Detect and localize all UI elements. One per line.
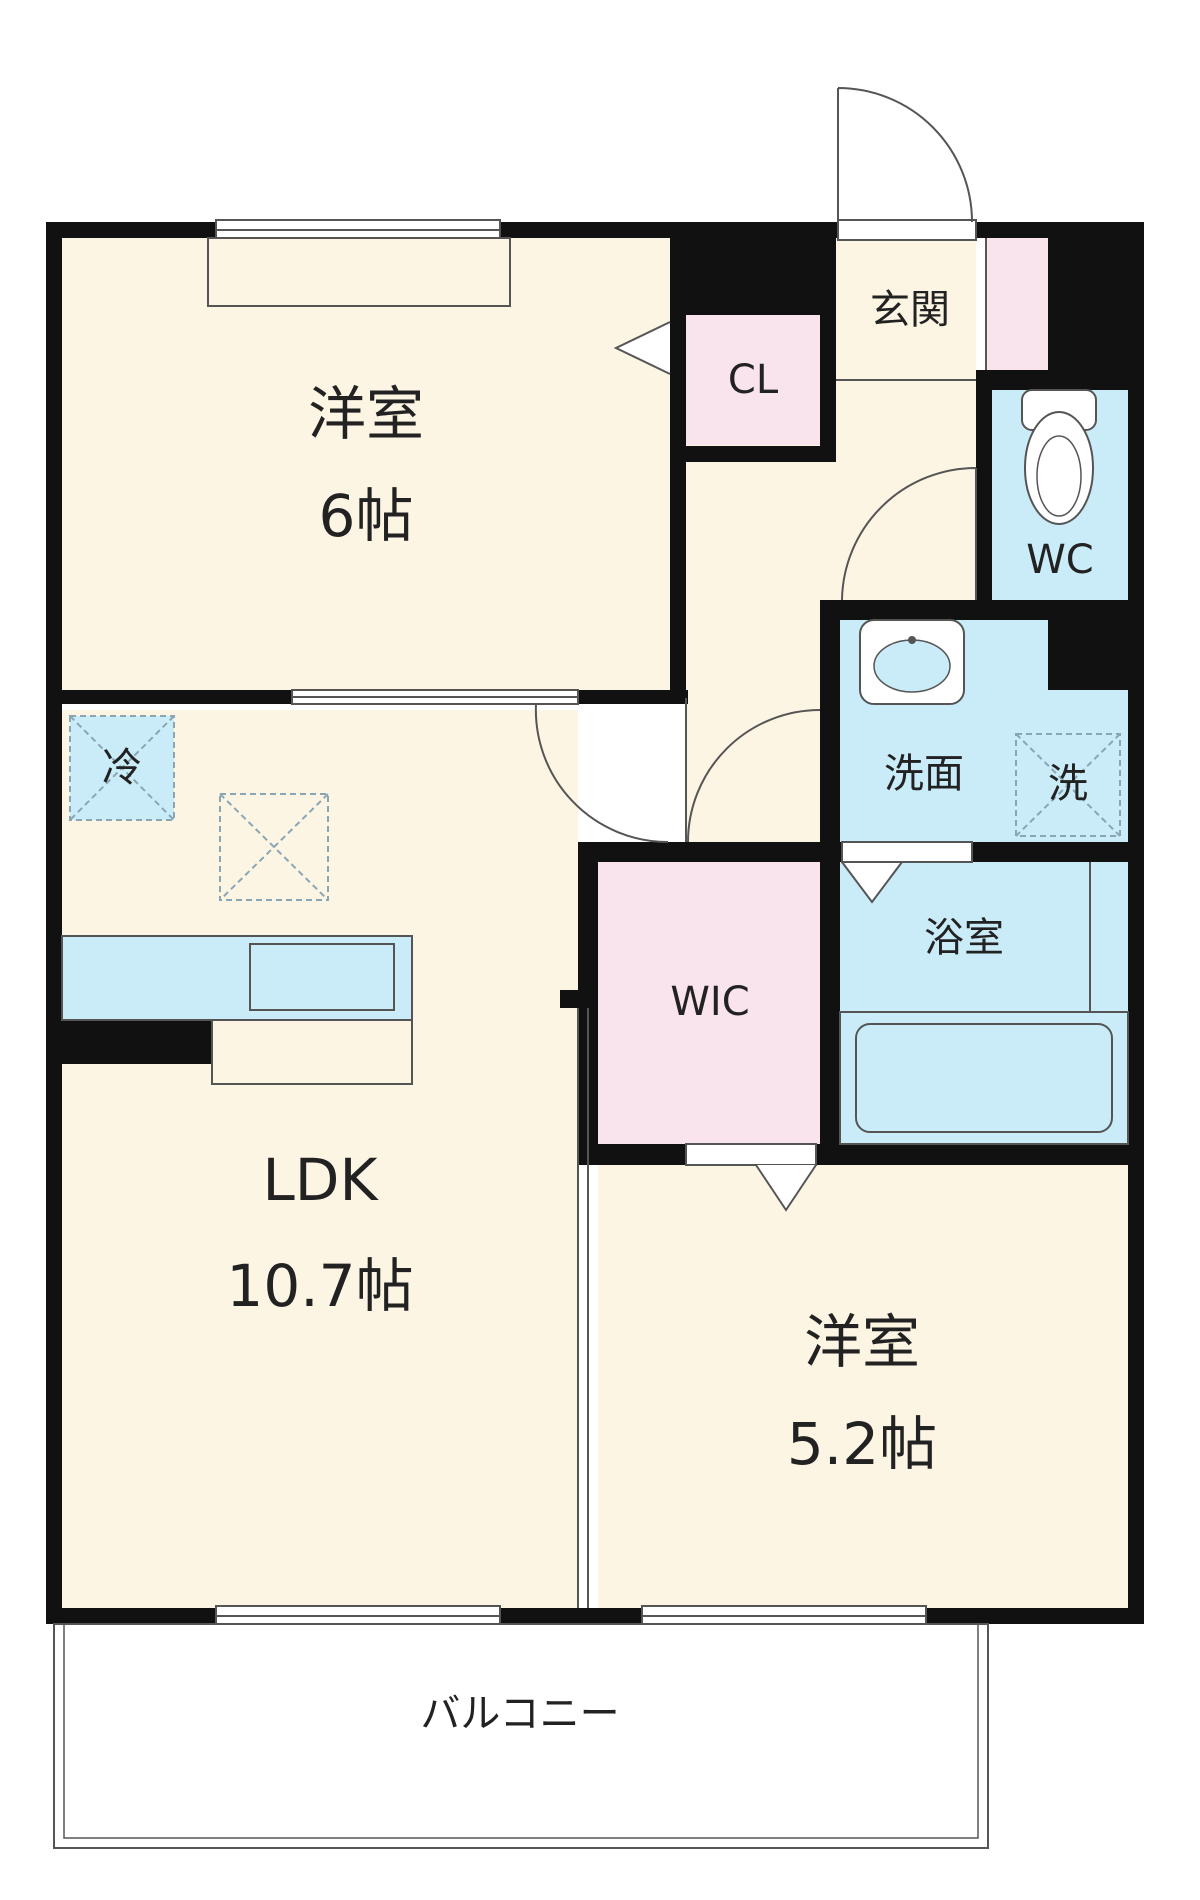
pillar-kitchen — [62, 1018, 212, 1064]
closet-door-marker — [613, 321, 671, 375]
front-door-opening — [837, 219, 977, 241]
sink-icon — [859, 619, 965, 705]
washroom-label: 洗面 — [884, 751, 964, 797]
entrance-tile — [986, 238, 1048, 370]
western-room-north-size: 6帖 — [319, 482, 414, 550]
fixtures — [61, 237, 1129, 1145]
wall-closet-east — [820, 238, 836, 462]
vent-icon — [219, 793, 329, 901]
bath-door-sill — [841, 841, 973, 863]
entrance-label: 玄関 — [870, 287, 950, 333]
toilet-label: WC — [1026, 537, 1093, 583]
south-room-door-marker — [755, 1164, 817, 1212]
western-room-south-size: 5.2帖 — [787, 1410, 937, 1478]
fridge-space-icon — [69, 715, 175, 821]
western-room-north-floor — [62, 238, 670, 690]
ldk-floor — [62, 710, 578, 1610]
walk-in-closet-label: WIC — [670, 979, 749, 1025]
doors — [534, 87, 977, 1608]
bathroom-label: 浴室 — [924, 915, 1004, 961]
wall-toilet-west — [976, 370, 992, 600]
bathtub-icon — [839, 1011, 1129, 1145]
walk-in-closet-floor — [598, 862, 820, 1144]
pillar-washroom — [1048, 600, 1144, 690]
front-door-swing — [837, 87, 973, 223]
pillar-ne-corner — [1048, 222, 1144, 370]
windows — [215, 219, 927, 1627]
bath-door-marker — [841, 861, 903, 904]
north-room-door-swing — [534, 703, 669, 844]
door-jamb-ldk — [560, 990, 578, 1008]
wall-hall-west — [670, 238, 686, 698]
balcony-inner-outline — [63, 1623, 979, 1839]
wall-south — [46, 1608, 1144, 1624]
balcony-label: バルコニー — [420, 1691, 619, 1737]
closet-floor — [686, 315, 820, 445]
wall-toilet-top — [976, 370, 1144, 390]
wall-east — [1128, 222, 1144, 1624]
room-floors — [62, 238, 1128, 1610]
balcony-outline — [53, 1623, 989, 1849]
toilet-door-swing — [841, 467, 977, 601]
balcony — [53, 1623, 989, 1849]
fridge-label: 冷 — [102, 745, 142, 791]
labels: 洋室 6帖 CL 玄関 WC 冷 洗面 洗 浴室 WIC LDK 10.7帖 洋… — [102, 287, 1094, 1737]
western-room-north-name: 洋室 — [308, 380, 424, 448]
wall-wic-south — [578, 1144, 1144, 1165]
wall-wic-east — [820, 842, 840, 1162]
wall-west — [46, 222, 62, 1624]
wall-north — [46, 222, 1144, 238]
closet-label: CL — [728, 357, 779, 403]
ldk-size: 10.7帖 — [226, 1252, 413, 1320]
washroom-door-swing — [687, 709, 821, 843]
north-room-shelf — [207, 237, 511, 307]
ldk-name: LDK — [262, 1146, 379, 1214]
western-room-south-floor — [598, 1165, 1128, 1610]
kitchen-counter-icon — [61, 935, 413, 1085]
pillar-ne-closet — [670, 238, 836, 315]
washer-label: 洗 — [1048, 761, 1088, 807]
south-room-door-sill — [685, 1143, 817, 1166]
wall-closet-south — [670, 446, 836, 462]
toilet-icon — [1021, 389, 1097, 525]
western-room-south-name: 洋室 — [804, 1308, 920, 1376]
wall-wic-west — [578, 842, 598, 1162]
wall-washroom-west — [820, 600, 840, 842]
washer-space-icon — [1015, 733, 1121, 837]
